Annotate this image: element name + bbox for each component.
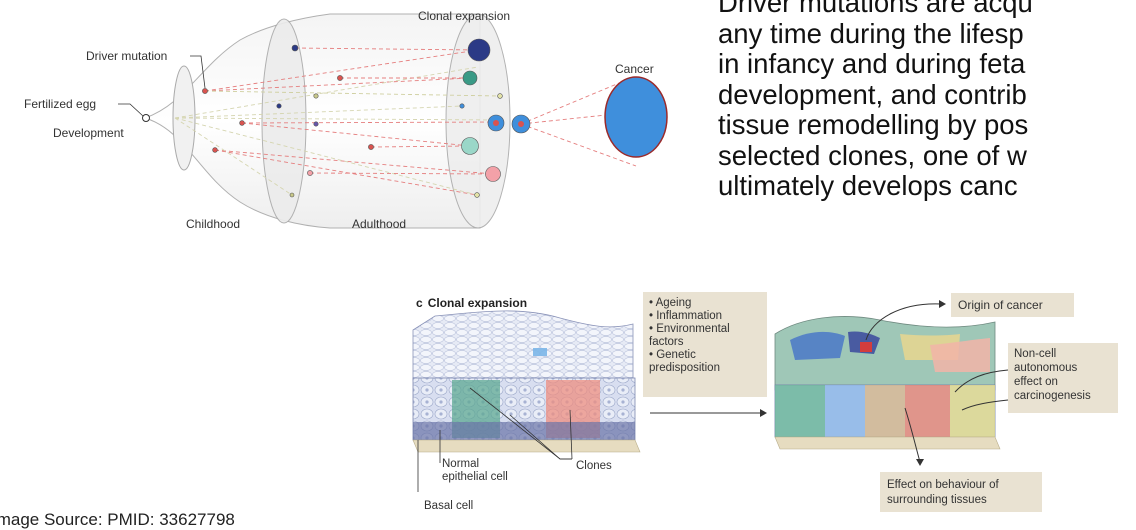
clone-teal xyxy=(462,70,478,86)
factor-line: • Ageing xyxy=(649,297,691,309)
clone-dot xyxy=(289,192,295,198)
image-source: Image Source: PMID: 33627798 xyxy=(0,510,235,529)
driver-leader xyxy=(190,55,206,89)
caption-line: selected clones, one of w xyxy=(718,139,1027,171)
label-cancer: Cancer xyxy=(615,62,654,76)
caption-line: Driver mutations are acqu xyxy=(718,0,1033,18)
label-non-cell: autonomous xyxy=(1014,362,1078,374)
label-driver-mutation: Driver mutation xyxy=(86,49,167,63)
fertilized-egg-dot xyxy=(142,114,150,122)
clone-small-yellow xyxy=(474,192,480,198)
label-behaviour: Effect on behaviour of xyxy=(887,479,999,491)
mutation-dot xyxy=(212,147,218,153)
caption-line: tissue remodelling by pos xyxy=(718,109,1029,140)
label-non-cell: carcinogenesis xyxy=(1014,390,1091,402)
basement-membrane xyxy=(412,439,641,453)
factor-line: • Inflammation xyxy=(649,310,722,322)
lifespan-tube-diagram: Clonal expansion Cancer Driver mutation … xyxy=(24,9,668,231)
clone-yellow xyxy=(497,93,503,99)
mutation-dot xyxy=(239,120,245,126)
clone-dot xyxy=(276,103,282,109)
label-origin-of-cancer: Origin of cancer xyxy=(958,298,1043,312)
clone-dot xyxy=(313,121,319,127)
label-clones: Clones xyxy=(576,460,612,472)
caption-line: ultimately develops canc xyxy=(718,170,1018,201)
label-fertilized-egg: Fertilized egg xyxy=(24,97,96,111)
label-development: Development xyxy=(53,126,124,140)
cancer-mass xyxy=(604,76,668,158)
lineage-lines xyxy=(174,47,637,196)
label-non-cell: Non-cell xyxy=(1014,348,1056,360)
caption-line: any time during the lifesp xyxy=(718,17,1024,49)
label-behaviour: surrounding tissues xyxy=(887,494,987,506)
clone-dots xyxy=(202,38,531,198)
origin-arrow xyxy=(865,303,943,341)
clone-dot xyxy=(291,44,299,52)
clone-dot xyxy=(313,93,319,99)
origin-box xyxy=(951,293,1074,317)
clone-mint xyxy=(461,137,479,155)
label-clonal-expansion: Clonal expansion xyxy=(418,9,510,23)
behaviour-box xyxy=(880,472,1042,512)
mutation-dot xyxy=(202,88,208,94)
factor-line: predisposition xyxy=(649,362,720,374)
clone-pink xyxy=(485,166,501,182)
label-normal-cell-1: Normal xyxy=(442,458,479,470)
label-non-cell: effect on xyxy=(1014,376,1058,388)
clone-small-blue xyxy=(459,103,465,109)
factors-box xyxy=(643,292,767,397)
label-adulthood: Adulthood xyxy=(352,217,406,231)
normal-tissue-top xyxy=(412,310,634,381)
non-cell-box xyxy=(1008,343,1118,413)
behaviour-arrow xyxy=(904,407,921,463)
label-basal-cell: Basal cell xyxy=(424,500,473,512)
clone-dot xyxy=(368,144,374,150)
caption-line: development, and contrib xyxy=(718,78,1027,110)
factor-line: • Environmental xyxy=(649,323,730,335)
factor-line: factors xyxy=(649,336,684,348)
label-childhood: Childhood xyxy=(186,217,240,231)
caption-line: in infancy and during feta xyxy=(718,48,1026,79)
clone-dot xyxy=(307,170,313,176)
clone-leaders xyxy=(417,387,573,492)
clone-large-navy xyxy=(467,38,491,62)
cancer-basement xyxy=(774,436,1001,450)
egg-leader xyxy=(118,103,144,117)
ring-childhood xyxy=(261,18,307,224)
caption-text: Driver mutations are acqu any time durin… xyxy=(718,0,1136,202)
clone-dot xyxy=(337,75,343,81)
factor-line: • Genetic xyxy=(649,349,696,361)
label-normal-cell-2: epithelial cell xyxy=(442,471,508,483)
